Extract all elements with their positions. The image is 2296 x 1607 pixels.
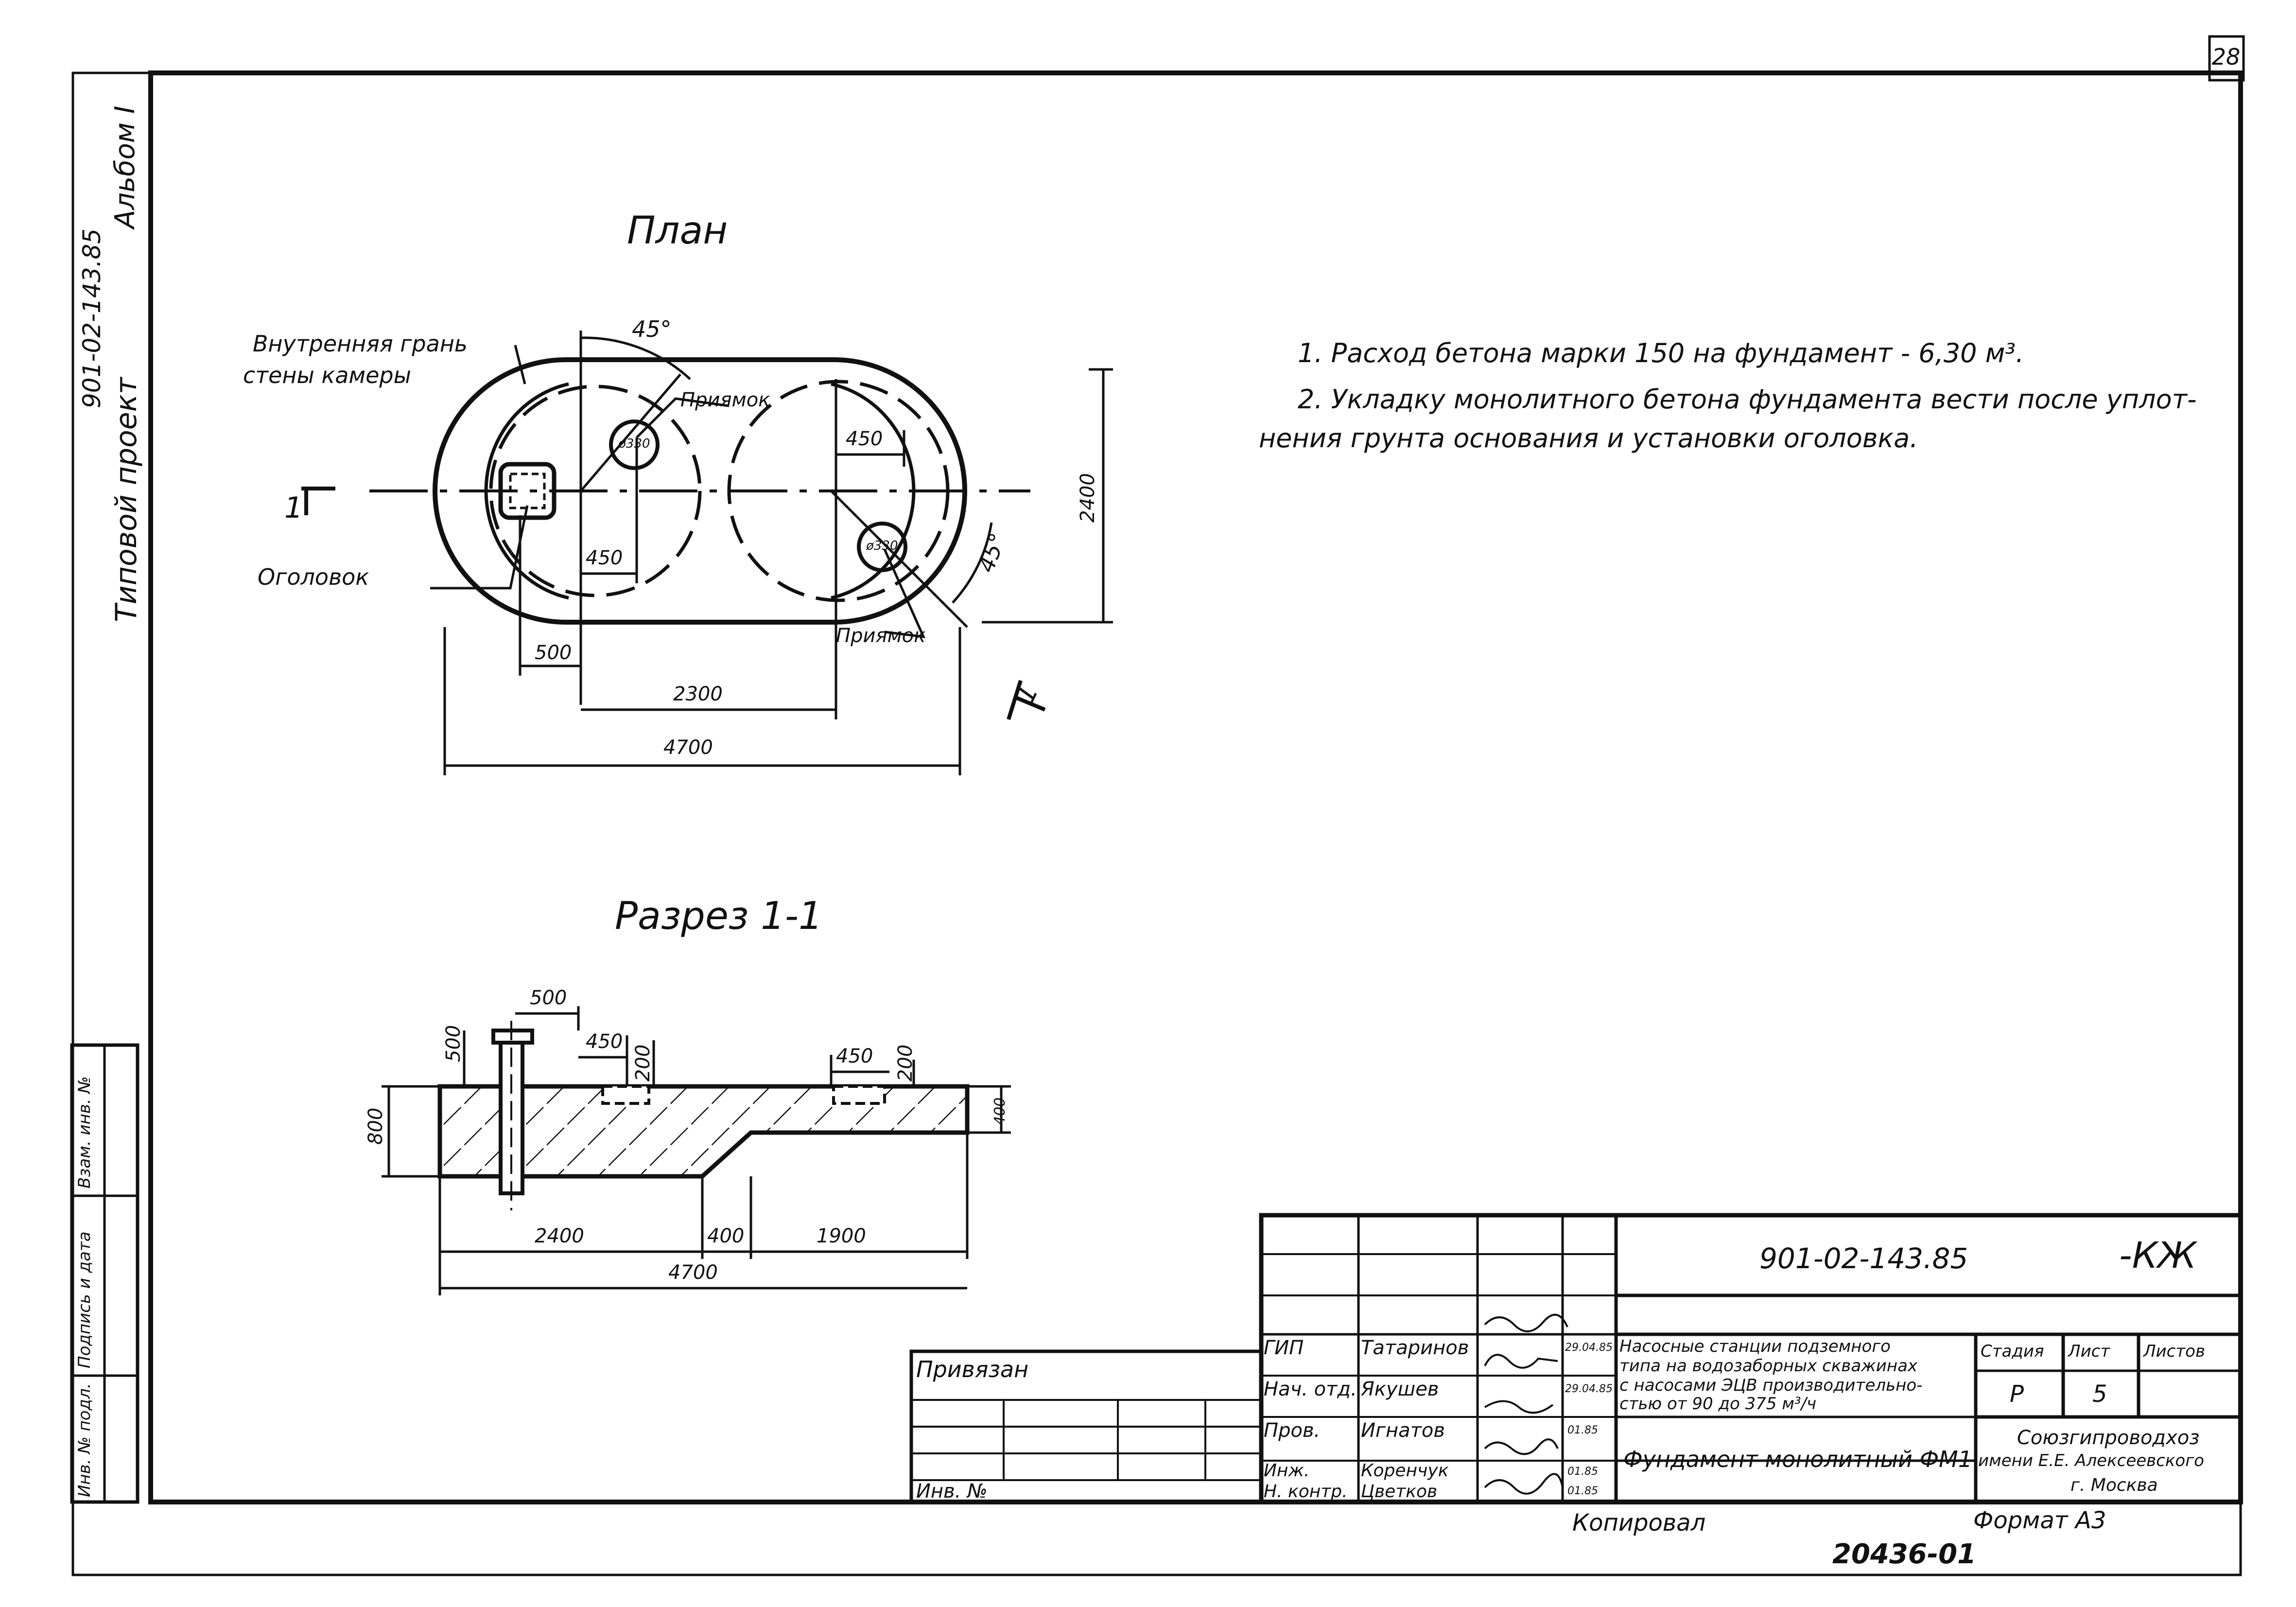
tb-desc-3: стью от 90 до 375 м³/ч [1619,1394,1817,1414]
page-number-box [2208,35,2245,82]
tb-name-2: Игнатов [1361,1419,1445,1442]
signature-1 [1484,1313,1568,1332]
section-dim-450-a: 450 [586,1031,623,1053]
note-1: 1. Расход бетона марки 150 на фундамент … [1298,338,2024,368]
tb-name-0: Татаринов [1361,1337,1469,1359]
plan-sump-top: Приямок [680,389,770,411]
plan-inner-face-1: Внутренняя грань [253,331,468,357]
sump-top-circle [609,419,660,470]
tb-attached: Привязан [916,1356,1029,1382]
footer-copied: Копировал [1572,1509,1706,1537]
tb-role-0: ГИП [1264,1337,1304,1359]
plan-dim-450-right: 450 [846,428,883,450]
tb-date-0: 29.04.85 [1565,1342,1613,1354]
section-dim-400: 400 [991,1097,1009,1125]
tb-inv: Инв. № [916,1480,988,1502]
plan-sump-bottom: Приямок [836,625,926,647]
section-dim-500-side: 500 [442,1025,465,1062]
plan-dim-2300: 2300 [673,683,723,705]
note-2: 2. Укладку монолитного бетона фундамента… [1298,384,2197,415]
tb-org-2: г. Москва [2070,1475,2158,1495]
plan-section-mark-left: 1 [284,491,303,525]
section-title: Разрез 1-1 [615,894,823,938]
plan-dim-4700: 4700 [663,736,713,759]
plan-outer-contour [433,357,967,625]
footer-format: Формат А3 [1973,1507,2106,1534]
plan-angle-top: 45° [632,316,672,342]
tb-name-3: Коренчук [1361,1461,1449,1481]
plan-diameter-1: ø330 [618,437,650,451]
plan-inner-face-2: стены камеры [243,362,411,388]
section-dim-1900: 1900 [817,1225,866,1247]
side-project: Типовой проект [109,377,143,622]
tb-stage-header: Стадия [1981,1342,2044,1361]
section-dim-4700: 4700 [668,1261,718,1284]
tb-name-1: Якушев [1361,1378,1439,1400]
section-dim-450-b: 450 [836,1045,873,1067]
section-dim-500-top: 500 [530,987,567,1009]
tb-suffix: -КЖ [2119,1235,2196,1276]
section-dim-400-mid: 400 [707,1225,745,1247]
section-dim-200-a: 200 [632,1044,654,1082]
footer-number: 20436-01 [1832,1538,1976,1570]
plan-dim-2400: 2400 [1077,473,1099,523]
side-album: Альбом I [109,105,141,228]
tb-name-4: Цветков [1361,1482,1438,1502]
section-dim-200-b: 200 [894,1044,917,1082]
tb-sheet-header: Лист [2068,1342,2110,1361]
section-dim-800: 800 [365,1107,387,1145]
left-col-inv: Инв. № подл. [75,1383,94,1497]
section-dim-2400: 2400 [535,1225,584,1247]
plan-diameter-2: ø330 [866,539,898,553]
tb-date-3: 01.85 [1567,1466,1598,1478]
note-3: нения грунта основания и установки оголо… [1259,423,1918,454]
tb-desc-2: с насосами ЭЦВ производительно- [1619,1376,1923,1395]
plan-head: Оголовок [258,564,369,590]
tb-role-1: Нач. отд. [1264,1378,1357,1400]
plan-well-left [489,384,702,597]
tb-date-1: 29.04.85 [1565,1383,1613,1395]
tb-code: 901-02-143.85 [1759,1242,1968,1275]
tb-role-4: Н. контр. [1264,1482,1348,1502]
tb-sheets-header: Листов [2143,1342,2206,1361]
tb-desc-0: Насосные станции подземного [1619,1337,1891,1356]
signature-2 [1484,1354,1558,1369]
tb-org-0: Союзгипроводхоз [2017,1427,2200,1449]
side-code: 901-02-143.85 [78,228,106,408]
tb-date-4: 01.85 [1567,1485,1598,1497]
sump-bottom-circle [857,522,907,572]
tb-role-3: Инж. [1264,1461,1310,1481]
tb-org-1: имени Е.Е. Алексеевского [1978,1451,2204,1470]
tb-date-2: 01.85 [1567,1424,1598,1436]
plan-title: План [627,209,728,253]
plan-drawing [301,331,1113,775]
signature-3 [1484,1400,1554,1414]
tb-sheet-title: Фундамент монолитный ФМ1 [1623,1446,1973,1472]
tb-role-2: Пров. [1264,1419,1321,1442]
signature-4 [1484,1438,1559,1455]
tb-desc-1: типа на водозаборных скважинах [1619,1356,1918,1376]
plan-dim-450-left: 450 [586,547,623,569]
tb-stage: Р [2010,1380,2024,1408]
tb-sheet: 5 [2092,1380,2107,1408]
title-block-lines [909,1213,2243,1504]
plan-dim-500: 500 [535,642,572,664]
left-col-replace: Взам. инв. № [75,1076,94,1188]
left-col-sign: Подпись и дата [75,1231,94,1368]
page-number: 28 [2211,44,2241,70]
signature-5 [1484,1473,1564,1495]
